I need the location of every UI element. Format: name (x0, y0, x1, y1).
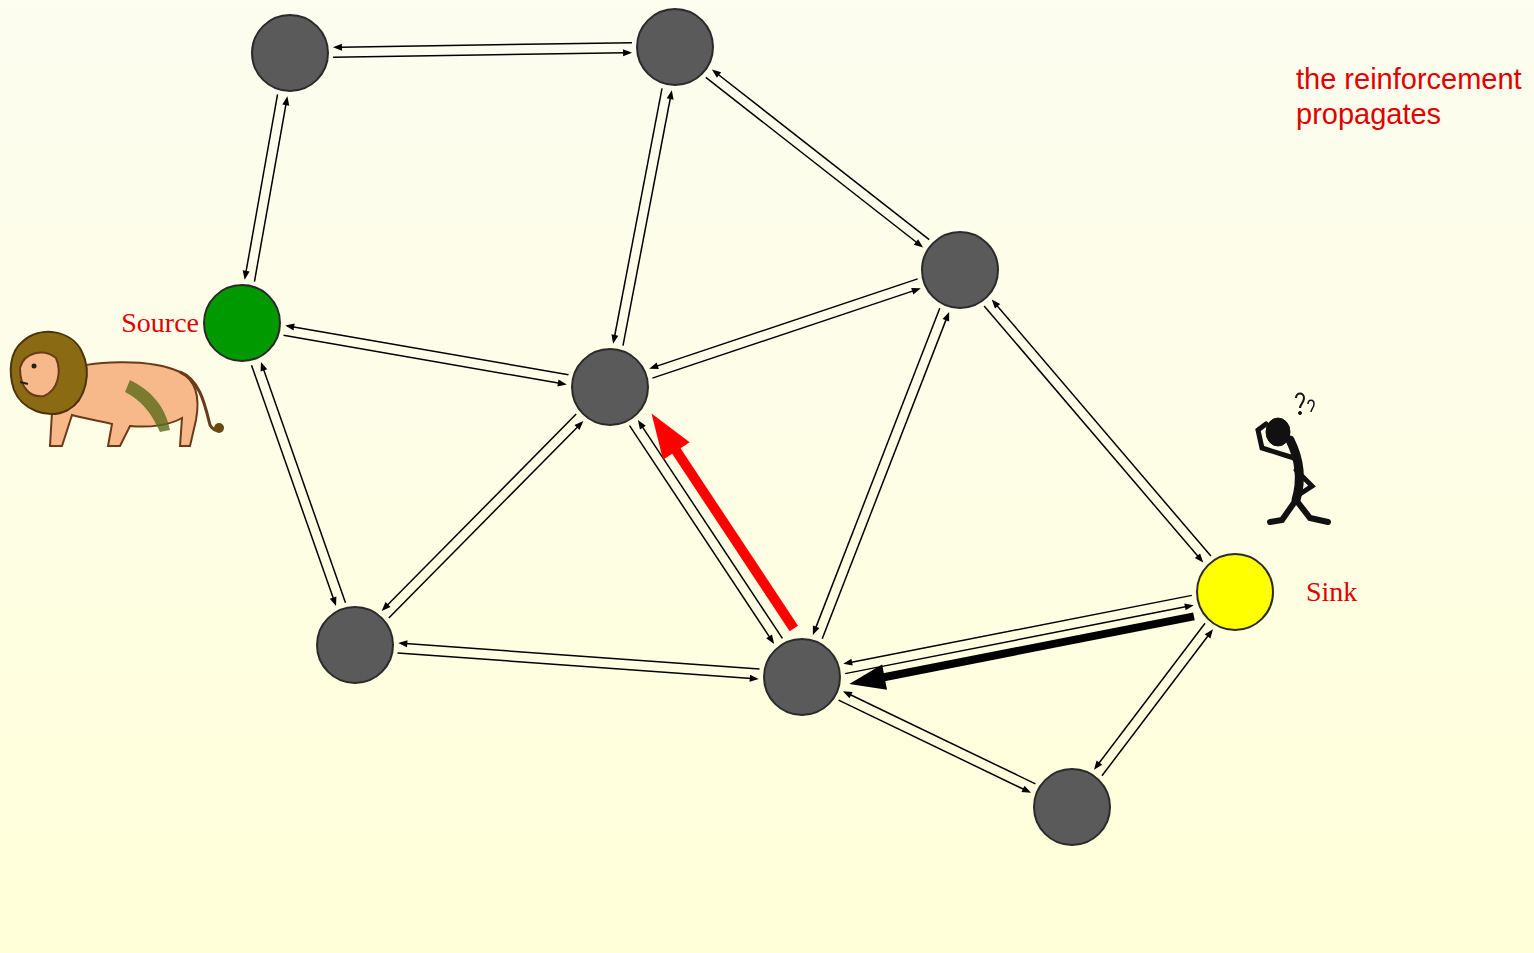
gradient-arrow (652, 288, 920, 378)
lion-illustration (11, 332, 224, 446)
gradient-arrow (813, 308, 940, 635)
gradient-arrow (389, 421, 584, 618)
gradient-arrow (1102, 629, 1213, 775)
gradient-arrow (706, 77, 923, 247)
gradient-arrow (611, 88, 662, 344)
gradient-arrow (254, 96, 289, 281)
person-illustration (1258, 394, 1328, 523)
network-node (636, 8, 714, 86)
network-node (1033, 768, 1111, 846)
gradient-arrow (984, 306, 1203, 563)
network-node (316, 606, 394, 684)
gradient-arrow (285, 324, 568, 375)
gradient-arrow (630, 426, 775, 644)
gradient-arrow (822, 312, 949, 639)
gradient-arrow (333, 49, 632, 57)
network-node: Source (203, 284, 281, 362)
reinforced-arrow (652, 413, 794, 628)
gradient-arrow (252, 365, 337, 606)
gradient-arrow (638, 420, 783, 638)
network-node (921, 231, 999, 309)
gradient-arrow (992, 299, 1211, 556)
network-node: Sink (1196, 553, 1274, 631)
node-label: Source (121, 307, 199, 339)
gradient-arrow (845, 603, 1194, 673)
network-node (763, 638, 841, 716)
gradient-arrow (261, 362, 346, 603)
network-node (571, 348, 649, 426)
gradient-arrow (333, 43, 632, 51)
note-text: the reinforcement propagates (1296, 62, 1532, 132)
gradient-arrow (839, 700, 1032, 793)
gradient-arrow (712, 70, 929, 240)
node-label: Sink (1306, 576, 1357, 608)
reinforced-arrow (849, 616, 1194, 689)
gradient-arrow (1094, 623, 1205, 769)
gradient-arrow (398, 653, 759, 682)
gradient-arrow (398, 640, 759, 669)
gradient-arrow (843, 691, 1036, 784)
gradient-arrow (623, 90, 674, 346)
gradient-arrow (382, 414, 577, 611)
gradient-arrow (284, 335, 567, 386)
gradient-arrow (649, 279, 917, 369)
network-node (251, 14, 329, 92)
